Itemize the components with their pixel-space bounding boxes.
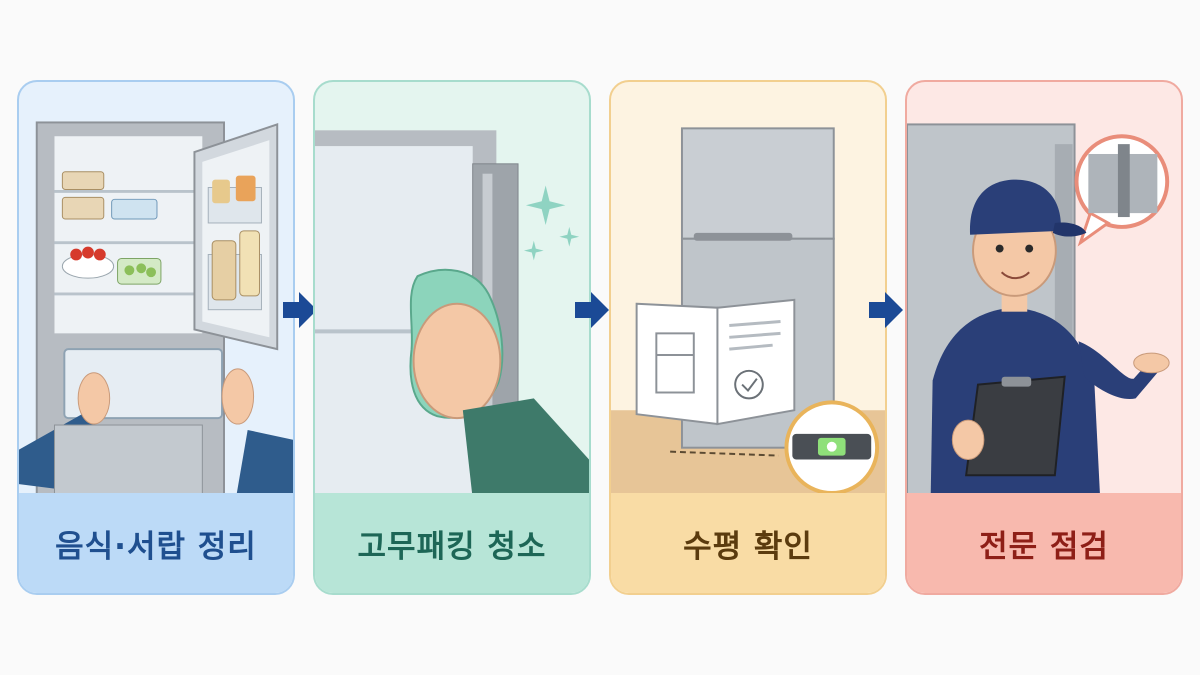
- organize-fridge-illustration: [19, 121, 293, 497]
- technician-illustration: [907, 123, 1170, 497]
- step-label: 수평 확인: [611, 493, 885, 593]
- step-card-gasket: 고무패킹 청소: [313, 80, 591, 595]
- next-arrow-icon: [575, 292, 609, 328]
- next-arrow-icon: [283, 292, 317, 328]
- step-card-level: 수평 확인: [609, 80, 887, 595]
- step-label: 전문 점검: [907, 493, 1181, 593]
- step-label: 음식·서랍 정리: [19, 493, 293, 593]
- step-label: 고무패킹 청소: [315, 493, 589, 593]
- clean-gasket-illustration: [315, 130, 589, 497]
- level-check-illustration: [611, 127, 885, 495]
- next-arrow-icon: [869, 292, 903, 328]
- step-card-organize: 음식·서랍 정리: [17, 80, 295, 595]
- step-card-service: 전문 점검: [905, 80, 1183, 595]
